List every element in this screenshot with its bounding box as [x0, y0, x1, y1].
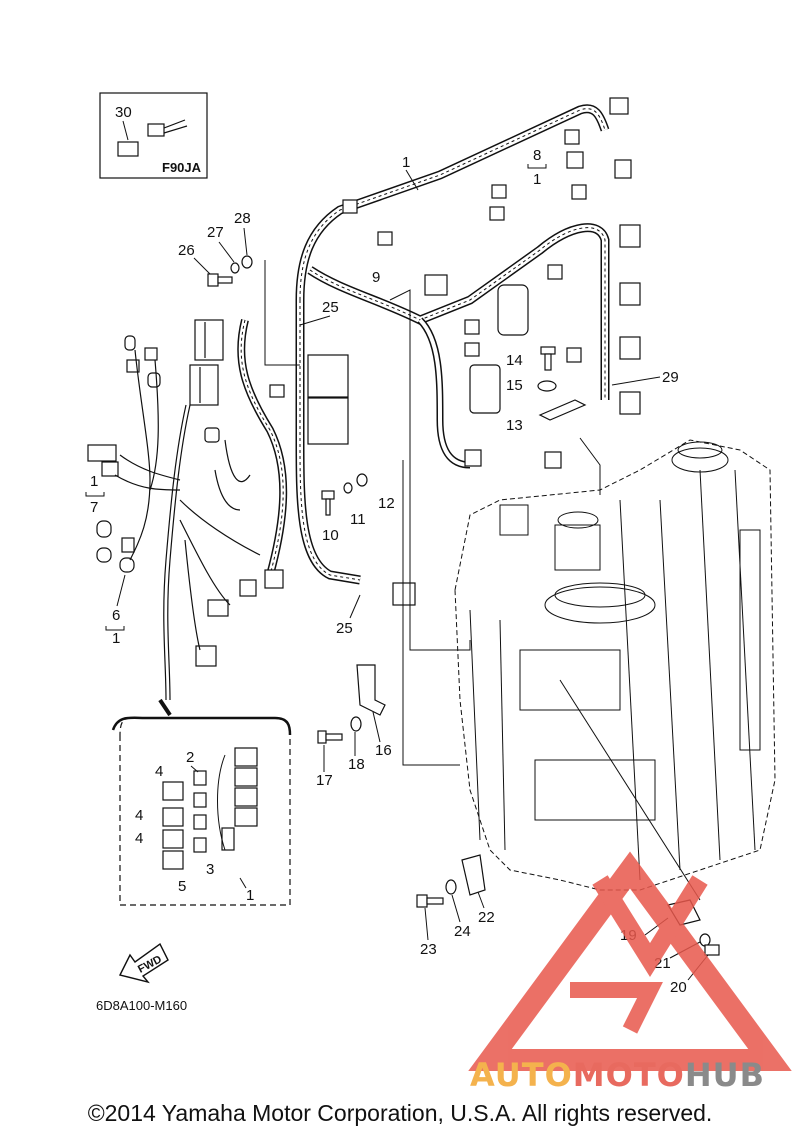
callout-4-c: 4 [135, 830, 143, 847]
callout-20: 20 [670, 979, 687, 996]
callout-30: 30 [115, 104, 132, 121]
callout-16: 16 [375, 742, 392, 759]
diagram-code: 6D8A100-M160 [96, 998, 187, 1013]
callout-11: 11 [350, 511, 366, 528]
callout-3: 3 [206, 861, 214, 878]
engine-block [454, 439, 776, 891]
copyright-notice: ©2014 Yamaha Motor Corporation, U.S.A. A… [87, 1100, 713, 1126]
callout-25-top: 25 [322, 299, 339, 316]
callout-22: 22 [478, 909, 495, 926]
harness-connectors [87, 97, 641, 667]
callout-1-under-8: 1 [533, 171, 541, 188]
watermark-text: AUTOMOTOHUB [470, 1056, 766, 1094]
callout-25-bottom: 25 [336, 620, 353, 637]
fasteners [207, 255, 720, 956]
watermark-logo [468, 851, 792, 1071]
callout-1-left-bottom: 1 [112, 630, 120, 647]
connector-icon [117, 141, 139, 157]
callout-13: 13 [506, 417, 523, 434]
callout-27: 27 [207, 224, 224, 241]
callout-17: 17 [316, 772, 333, 789]
callout-4-b: 4 [135, 807, 143, 824]
callouts: 1 8 1 28 27 26 9 25 14 15 13 29 1 7 10 1… [85, 147, 709, 996]
reference-lines [264, 260, 701, 901]
callout-10: 10 [322, 527, 339, 544]
fwd-arrow: FWD [118, 942, 169, 984]
model-label: F90JA [162, 160, 202, 175]
callout-2: 2 [186, 749, 194, 766]
callout-5: 5 [178, 878, 186, 895]
relay-inset [111, 716, 292, 906]
callout-7: 7 [90, 499, 98, 516]
callout-23: 23 [420, 941, 437, 958]
callout-15: 15 [506, 377, 523, 394]
callout-28: 28 [234, 210, 251, 227]
callout-14: 14 [506, 352, 523, 369]
callout-12: 12 [378, 495, 395, 512]
callout-9: 9 [372, 269, 380, 286]
callout-4-a: 4 [155, 763, 163, 780]
inset-f90ja: 30 F90JA [99, 92, 208, 179]
callout-26: 26 [178, 242, 195, 259]
callout-1-left-top: 1 [90, 473, 98, 490]
callout-8: 8 [533, 147, 541, 164]
callout-6: 6 [112, 607, 120, 624]
relay-block [189, 319, 224, 406]
callout-29: 29 [662, 369, 679, 386]
callout-1: 1 [402, 154, 410, 171]
callout-24: 24 [454, 923, 471, 940]
fwd-label: FWD [136, 953, 164, 975]
main-wiring-harness [237, 104, 610, 585]
callout-1-relay: 1 [246, 887, 254, 904]
left-wires [114, 349, 261, 717]
callout-18: 18 [348, 756, 365, 773]
